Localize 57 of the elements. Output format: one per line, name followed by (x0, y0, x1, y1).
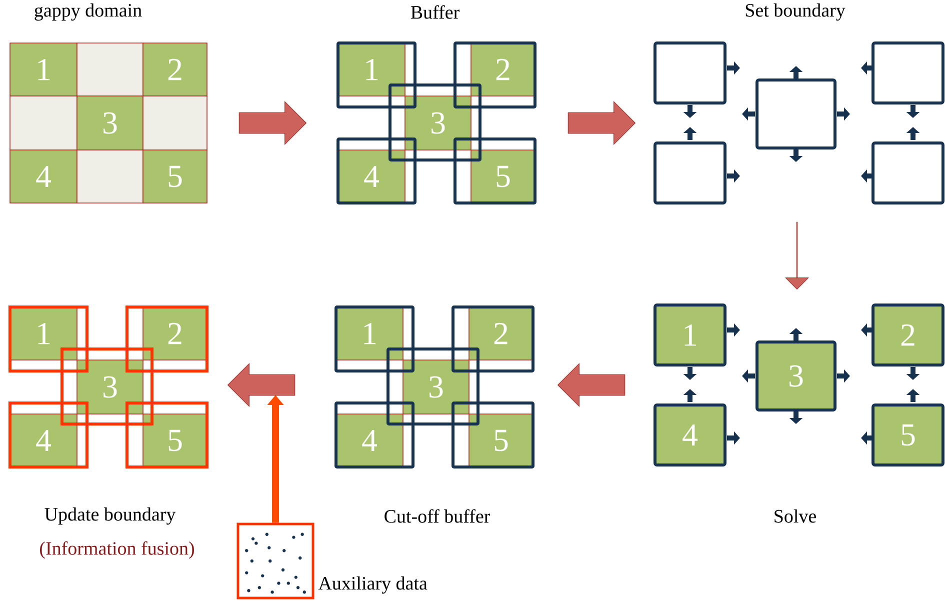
grid-cell: 5 (142, 150, 208, 204)
grid-cell: 2 (142, 42, 208, 96)
buffer-frame (8, 402, 88, 468)
buffer-frame (336, 138, 416, 204)
panel-title: Update boundary (44, 507, 176, 525)
buffer-frame (126, 306, 208, 372)
grid-cell: 5 (468, 414, 534, 468)
subdomain-box: 2 (872, 304, 944, 366)
subdomain-box (872, 142, 944, 204)
grid-cell: 1 (10, 306, 78, 360)
buffer-frame (452, 306, 534, 372)
grid-cell: 4 (10, 150, 78, 204)
subdomain-box: 4 (654, 404, 726, 466)
grid-cell: 4 (336, 414, 404, 468)
subdomain-box: 3 (756, 340, 836, 412)
panel-title: (Information fusion) (40, 541, 194, 559)
grid-cell: 5 (470, 150, 536, 204)
grid-cell: 3 (404, 96, 472, 150)
panel-title: Solve (774, 509, 816, 523)
buffer-frame (336, 42, 416, 108)
grid-cell: 5 (142, 414, 208, 468)
grid-cell: 1 (336, 306, 404, 360)
grid-cell (76, 150, 144, 204)
data-caption: Auxiliary data (318, 576, 428, 594)
buffer-frame (126, 402, 208, 468)
grid-cell: 4 (338, 150, 406, 204)
grid-cell: 4 (10, 414, 78, 468)
subdomain-box: 1 (654, 304, 726, 366)
grid-cell: 2 (470, 42, 536, 96)
buffer-frame (334, 306, 414, 372)
subdomain-box (872, 42, 944, 104)
grid-cell (10, 96, 78, 150)
grid-cell: 3 (76, 96, 144, 150)
grid-cell: 3 (76, 360, 144, 414)
panel-title: Cut-off buffer (384, 509, 490, 523)
subdomain-box (654, 142, 726, 204)
buffer-frame (8, 306, 88, 372)
buffer-frame (454, 138, 536, 204)
panel-title: gappy domain (34, 3, 142, 21)
buffer-frame (334, 402, 414, 468)
subdomain-box (654, 42, 726, 104)
grid-cell: 1 (10, 42, 78, 96)
buffer-frame (386, 348, 480, 426)
buffer-frame (454, 42, 536, 108)
buffer-frame (60, 348, 154, 426)
grid-cell: 2 (142, 306, 208, 360)
subdomain-box: 5 (872, 404, 944, 466)
grid-cell (76, 42, 144, 96)
panel-title: Buffer (410, 5, 460, 19)
buffer-frame (388, 84, 482, 162)
subdomain-box (756, 78, 836, 150)
grid-cell (142, 96, 208, 150)
grid-cell: 3 (402, 360, 470, 414)
panel-title: Set boundary (746, 3, 846, 21)
grid-cell: 1 (338, 42, 406, 96)
buffer-frame (452, 402, 534, 468)
grid-cell: 2 (468, 306, 534, 360)
